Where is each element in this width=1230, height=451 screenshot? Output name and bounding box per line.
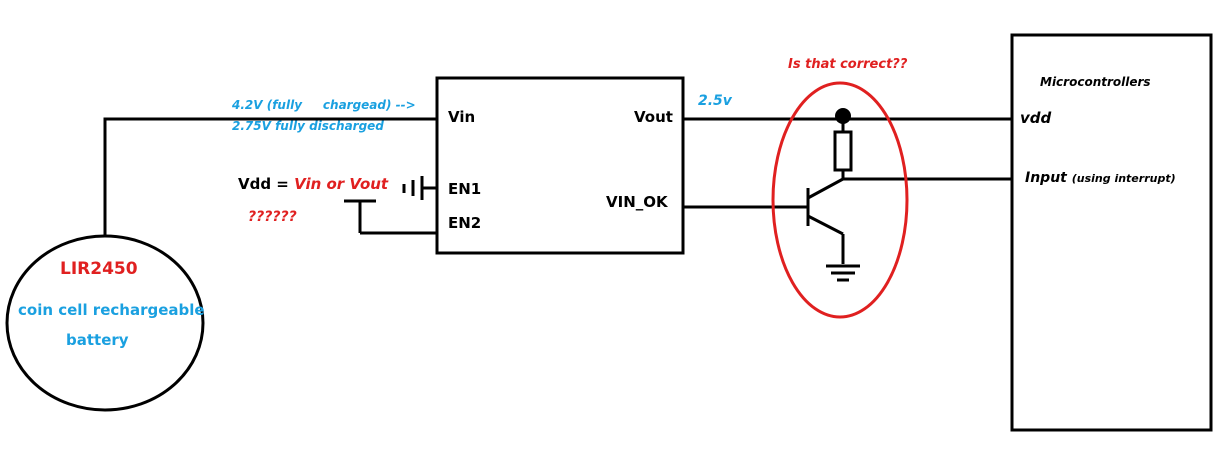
battery-vin-wire xyxy=(103,117,437,236)
mcu-pin-input-label: Input xyxy=(1025,170,1067,186)
vdd-prefix: Vdd = xyxy=(238,175,295,193)
regulator-box xyxy=(435,76,685,255)
vdd-label: Vdd = Vin or Vout xyxy=(238,177,388,192)
mcu-pin-vdd: vdd xyxy=(1020,109,1052,127)
mcu-box xyxy=(1010,33,1213,432)
regulator-pin-en1: EN1 xyxy=(448,180,482,198)
regulator-pin-vout: Vout xyxy=(634,108,673,126)
vdd-unknown: ?????? xyxy=(248,209,297,225)
mcu-pin-input: Input (using interrupt) xyxy=(1025,171,1176,185)
pullup-resistor xyxy=(833,130,853,172)
en2-wire xyxy=(344,199,437,235)
regulator-pin-vin: Vin xyxy=(448,108,476,126)
vin-discharged-note: 2.75V fully discharged xyxy=(232,119,384,133)
transistor-ground-symbol xyxy=(826,264,860,282)
battery-desc-line1: coin cell rechargeable xyxy=(18,301,205,319)
mcu-title: Microcontrollers xyxy=(1040,75,1151,89)
mcu-pin-input-note: (using interrupt) xyxy=(1071,172,1176,185)
question-note: Is that correct?? xyxy=(788,57,908,72)
battery-name: LIR2450 xyxy=(60,259,138,279)
vin-charged-note: 4.2V (fully chargead) --> xyxy=(232,98,416,112)
en1-ground-symbol xyxy=(402,176,437,200)
vdd-options: Vin or Vout xyxy=(294,175,389,193)
junction-dot xyxy=(835,108,851,124)
regulator-pin-en2: EN2 xyxy=(448,214,482,232)
question-highlight-ellipse xyxy=(771,81,909,319)
regulator-pin-vin-ok: VIN_OK xyxy=(606,193,668,211)
battery-desc-line2: battery xyxy=(66,331,129,349)
vout-voltage-note: 2.5v xyxy=(698,93,732,109)
npn-transistor xyxy=(806,177,845,264)
